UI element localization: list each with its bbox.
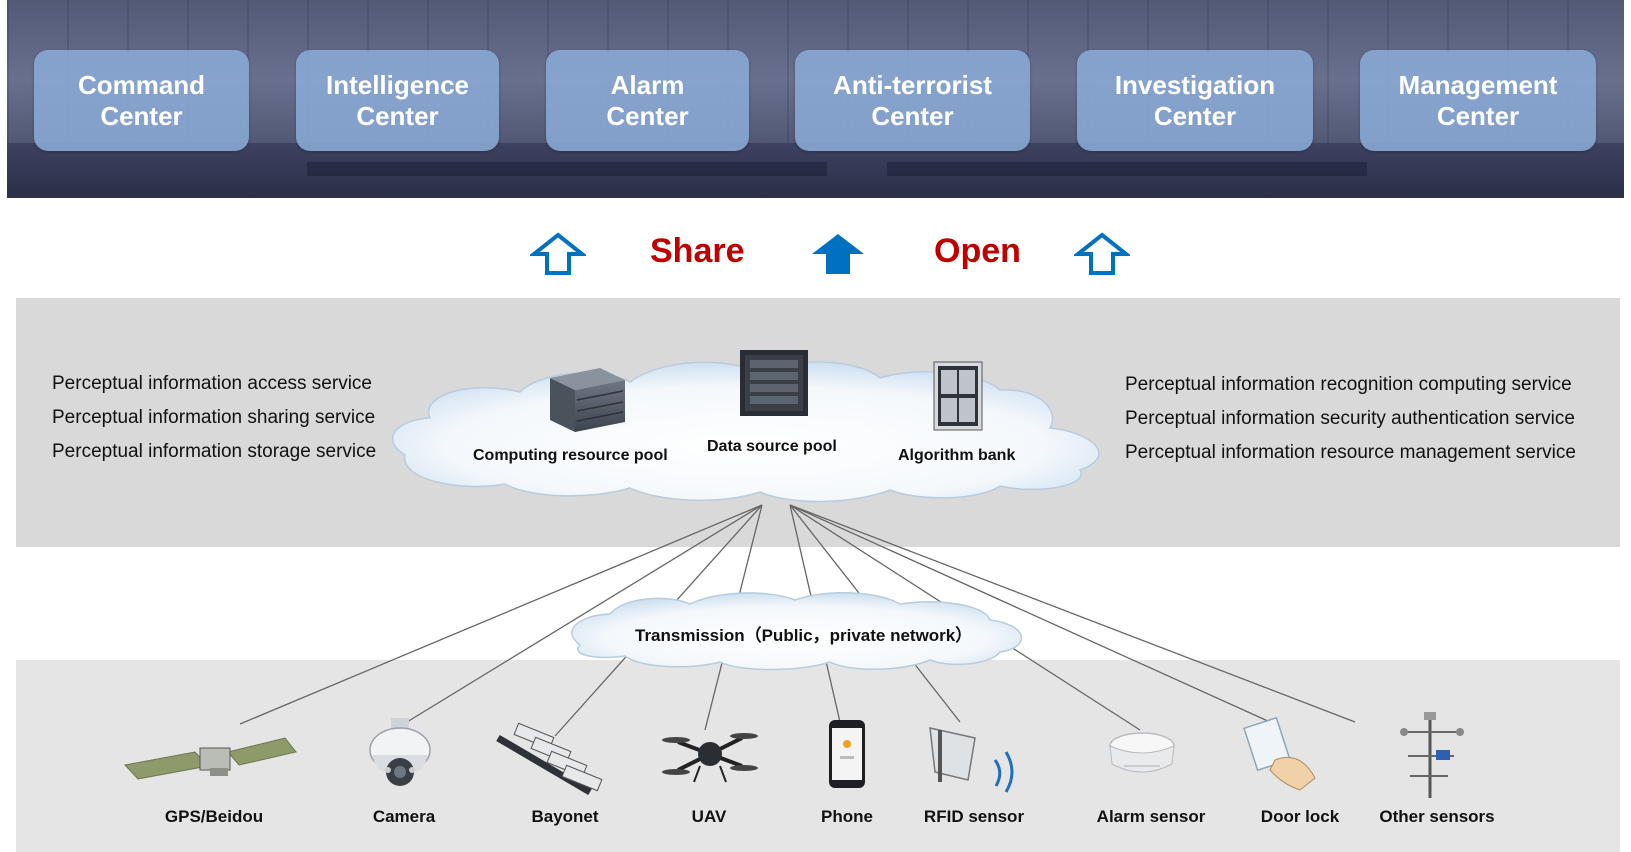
data-source-pool-label: Data source pool [707, 438, 837, 455]
devices-band [16, 660, 1620, 852]
service-right-resource: Perceptual information resource manageme… [1125, 442, 1576, 463]
device-label-uav: UAV [691, 807, 727, 826]
transmission-cloud [571, 592, 1022, 671]
up-arrow-filled-icon [812, 234, 864, 274]
open-label: Open [934, 232, 1021, 270]
center-label: Anti-terrorist Center [833, 69, 992, 131]
center-label: Management Center [1398, 69, 1558, 131]
bayonet-camera-icon [496, 722, 603, 796]
center-label: Alarm Center [606, 69, 689, 131]
service-right-recognition: Perceptual information recognition compu… [1125, 374, 1572, 395]
command-center-box: Command Center [34, 50, 249, 151]
center-label: Intelligence Center [325, 69, 470, 131]
data-cabinet-icon [740, 350, 808, 416]
investigation-center-box: Investigation Center [1077, 50, 1313, 151]
management-center-box: Management Center [1360, 50, 1596, 151]
drone-icon [662, 733, 758, 783]
device-label-alarm: Alarm sensor [1096, 807, 1206, 826]
intelligence-center-box: Intelligence Center [296, 50, 499, 151]
service-right-security: Perceptual information security authenti… [1125, 408, 1575, 429]
device-label-rfid: RFID sensor [923, 807, 1025, 826]
server-tower-icon [933, 361, 983, 431]
phone-icon [829, 720, 865, 788]
algorithm-bank-label: Algorithm bank [898, 447, 1016, 464]
satellite-icon [124, 737, 297, 780]
rfid-reader-icon [929, 727, 1014, 793]
device-label-gps: GPS/Beidou [164, 807, 264, 826]
device-label-door-lock: Door lock [1260, 807, 1340, 826]
server-rack-icon [550, 368, 625, 432]
banner-desk [887, 162, 1367, 176]
device-label-bayonet: Bayonet [531, 807, 599, 826]
device-label-phone: Phone [821, 807, 873, 826]
smoke-detector-icon [1109, 732, 1175, 773]
anti-terrorist-center-box: Anti-terrorist Center [795, 50, 1030, 151]
device-label-camera: Camera [372, 807, 436, 826]
dome-camera-icon [369, 718, 431, 786]
weather-station-icon [1400, 712, 1464, 798]
device-label-other-sensors: Other sensors [1379, 807, 1495, 826]
center-label: Investigation Center [1114, 69, 1276, 131]
up-arrow-outline-icon [1074, 232, 1130, 275]
up-arrow-outline-icon [530, 232, 586, 275]
service-left-access: Perceptual information access service [52, 373, 372, 394]
card-reader-icon [1243, 716, 1316, 791]
service-left-storage: Perceptual information storage service [52, 441, 377, 462]
service-left-sharing: Perceptual information sharing service [52, 407, 376, 428]
computing-pool-label: Computing resource pool [473, 447, 668, 464]
banner-desk [307, 162, 827, 176]
share-label: Share [650, 232, 745, 270]
alarm-center-box: Alarm Center [546, 50, 749, 151]
center-label: Command Center [77, 69, 206, 131]
transmission-label: Transmission（Public，private network） [635, 626, 973, 645]
